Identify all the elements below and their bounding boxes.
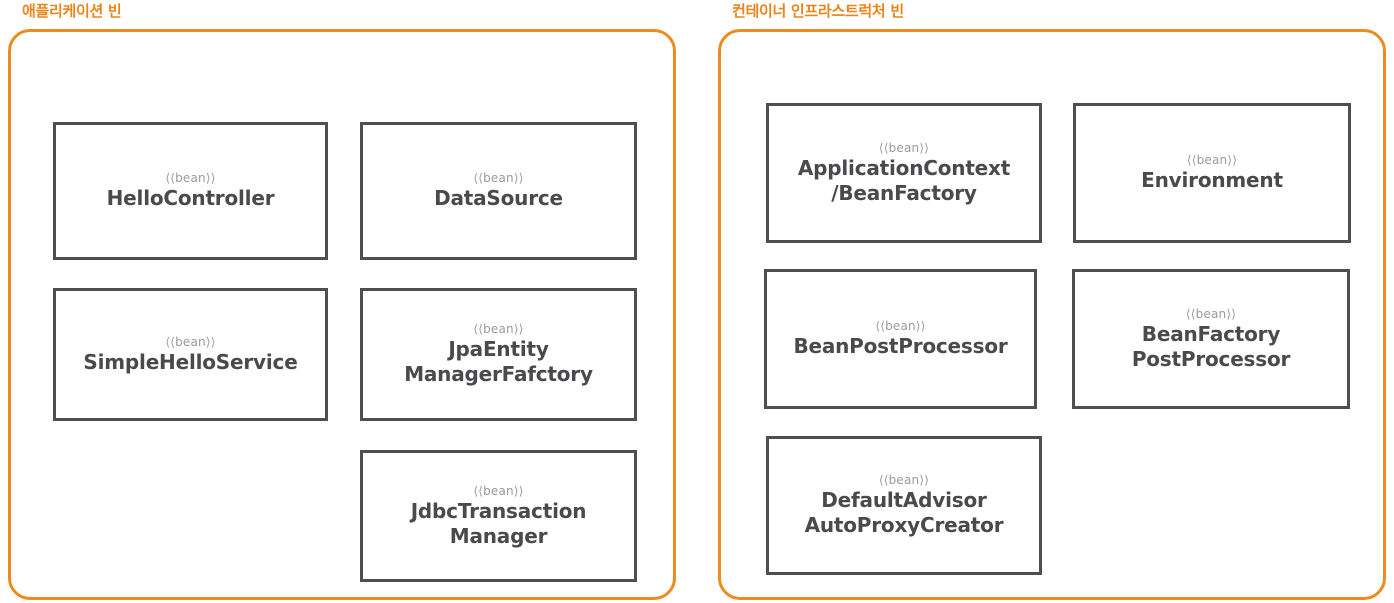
bean-stereotype-label: ⟨⟨bean⟩⟩ (1186, 153, 1238, 167)
bean-name-label: DefaultAdvisor AutoProxyCreator (804, 488, 1004, 537)
bean-name-label: JpaEntity ManagerFafctory (404, 337, 593, 386)
container-infrastructure-beans-panel-frame: ⟨⟨bean⟩⟩ ApplicationContext /BeanFactory… (718, 29, 1386, 600)
container-infrastructure-beans-panel: 컨테이너 인프라스트럭처 빈 ⟨⟨bean⟩⟩ ApplicationConte… (710, 0, 1394, 603)
bean-box-defaultadvisorautoproxycreator[interactable]: ⟨⟨bean⟩⟩ DefaultAdvisor AutoProxyCreator (766, 436, 1042, 575)
bean-name-label: BeanFactory PostProcessor (1131, 321, 1291, 371)
bean-stereotype-label: ⟨⟨bean⟩⟩ (165, 334, 216, 349)
bean-name-label: JdbcTransaction Manager (410, 498, 587, 548)
bean-stereotype-label: ⟨⟨bean⟩⟩ (473, 322, 524, 336)
bean-name-label: SimpleHelloService (83, 349, 298, 374)
container-infrastructure-beans-panel-title: 컨테이너 인프라스트럭처 빈 (732, 2, 904, 20)
bean-stereotype-label: ⟨⟨bean⟩⟩ (878, 140, 930, 155)
bean-name-label: DataSource (434, 186, 563, 210)
bean-stereotype-label: ⟨⟨bean⟩⟩ (878, 473, 930, 487)
bean-name-label: HelloController (106, 186, 275, 210)
bean-box-jpaentitymanagerfactory[interactable]: ⟨⟨bean⟩⟩ JpaEntity ManagerFafctory (360, 288, 637, 421)
bean-name-label: Environment (1141, 168, 1283, 192)
application-beans-panel-title: 애플리케이션 빈 (22, 2, 122, 20)
bean-stereotype-label: ⟨⟨bean⟩⟩ (473, 171, 524, 185)
bean-box-hellocontroller[interactable]: ⟨⟨bean⟩⟩ HelloController (53, 122, 328, 260)
bean-box-jdbctransactionmanager[interactable]: ⟨⟨bean⟩⟩ JdbcTransaction Manager (360, 450, 637, 582)
bean-stereotype-label: ⟨⟨bean⟩⟩ (165, 171, 216, 185)
bean-name-label: BeanPostProcessor (793, 334, 1008, 358)
bean-box-environment[interactable]: ⟨⟨bean⟩⟩ Environment (1073, 103, 1351, 243)
application-beans-panel-frame: ⟨⟨bean⟩⟩ HelloController ⟨⟨bean⟩⟩ DataSo… (8, 29, 676, 600)
application-beans-panel: 애플리케이션 빈 ⟨⟨bean⟩⟩ HelloController ⟨⟨bean… (0, 0, 690, 603)
bean-box-beanfactorypostprocessor[interactable]: ⟨⟨bean⟩⟩ BeanFactory PostProcessor (1072, 269, 1350, 409)
bean-box-datasource[interactable]: ⟨⟨bean⟩⟩ DataSource (360, 122, 637, 260)
bean-box-simplehelloservice[interactable]: ⟨⟨bean⟩⟩ SimpleHelloService (53, 288, 328, 421)
bean-box-applicationcontext-beanfactory[interactable]: ⟨⟨bean⟩⟩ ApplicationContext /BeanFactory (766, 103, 1042, 243)
bean-box-beanpostprocessor[interactable]: ⟨⟨bean⟩⟩ BeanPostProcessor (764, 269, 1037, 409)
bean-stereotype-label: ⟨⟨bean⟩⟩ (473, 483, 524, 498)
bean-stereotype-label: ⟨⟨bean⟩⟩ (875, 319, 926, 333)
bean-stereotype-label: ⟨⟨bean⟩⟩ (1185, 306, 1237, 321)
bean-name-label: ApplicationContext /BeanFactory (797, 155, 1011, 205)
